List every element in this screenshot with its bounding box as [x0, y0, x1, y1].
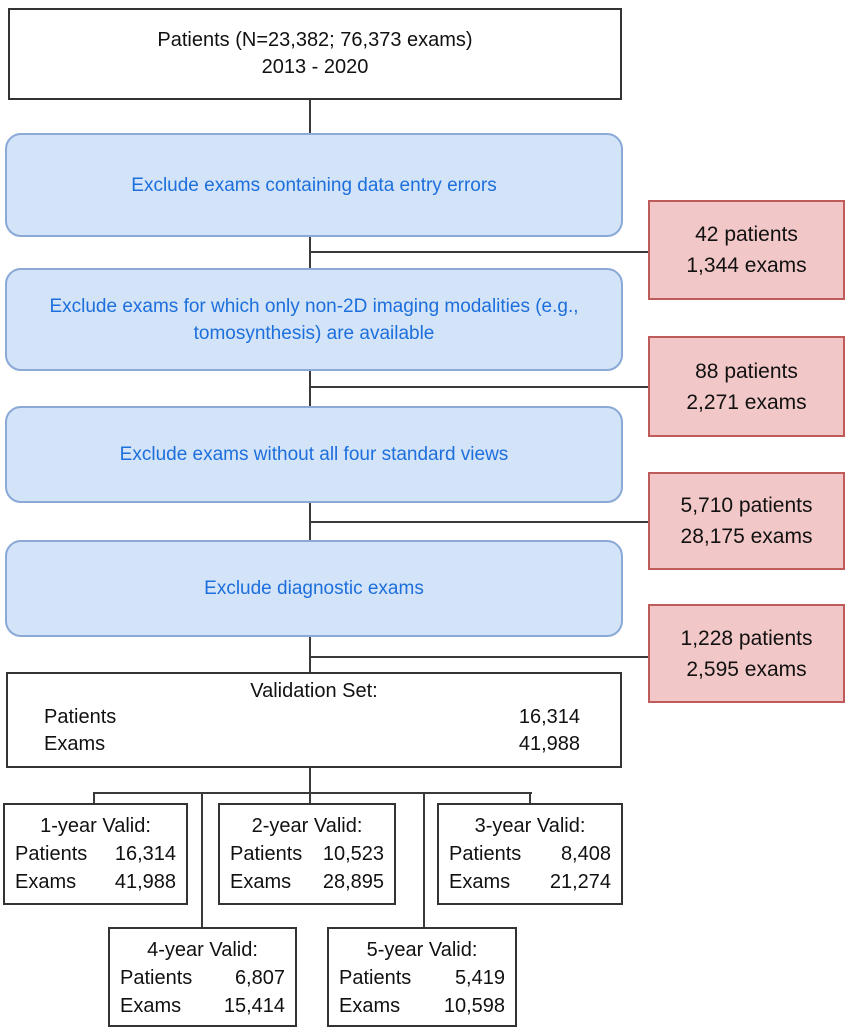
- connector-line: [309, 100, 311, 133]
- exclusion-step-box-2: Exclude exams for which only non-2D imag…: [5, 268, 623, 371]
- excluded-exams: 1,344 exams: [686, 254, 807, 277]
- patients-label: Patients: [120, 967, 193, 989]
- subset-patients-row: Patients 6,807: [120, 964, 285, 992]
- exams-label: Exams: [44, 733, 106, 755]
- patients-label: Patients: [339, 967, 412, 989]
- subset-exams-row: Exams 10,598: [339, 992, 505, 1020]
- connector-line: [310, 521, 648, 523]
- patients-value: 10,523: [322, 843, 384, 865]
- patients-label: Patients: [230, 843, 303, 865]
- valid-subset-box-1year: 1-year Valid: Patients 16,314 Exams 41,9…: [3, 803, 188, 905]
- subset-title: 2-year Valid:: [251, 815, 363, 837]
- connector-line: [93, 792, 95, 804]
- exams-label: Exams: [15, 871, 77, 893]
- valid-subset-box-3year: 3-year Valid: Patients 8,408 Exams 21,27…: [437, 803, 623, 905]
- subset-title: 4-year Valid:: [147, 939, 258, 961]
- patients-label: Patients: [44, 706, 117, 728]
- subset-title: 5-year Valid:: [366, 939, 478, 961]
- connector-line: [529, 792, 531, 804]
- exams-label: Exams: [449, 871, 511, 893]
- excluded-patients: 42 patients: [695, 223, 798, 246]
- exclusion-step-label: Exclude exams for which only non-2D imag…: [49, 295, 579, 344]
- exclusion-step-label: Exclude exams without all four standard …: [119, 444, 509, 465]
- excluded-patients: 5,710 patients: [680, 494, 813, 517]
- exclusion-step-box-1: Exclude exams containing data entry erro…: [5, 133, 623, 237]
- exams-value: 21,274: [549, 871, 611, 893]
- subset-patients-row: Patients 10,523: [230, 840, 384, 868]
- excluded-count-box-2: 88 patients 2,271 exams: [648, 336, 845, 437]
- connector-line: [309, 768, 311, 794]
- connector-line: [309, 792, 311, 804]
- exams-label: Exams: [230, 871, 292, 893]
- exclusion-step-label: Exclude diagnostic exams: [204, 578, 424, 599]
- exams-label: Exams: [339, 995, 401, 1017]
- patients-label: Patients: [449, 843, 522, 865]
- valid-subset-box-2year: 2-year Valid: Patients 10,523 Exams 28,8…: [218, 803, 396, 905]
- connector-line: [310, 251, 648, 253]
- validation-exams-row: Exams 41,988: [44, 731, 580, 758]
- excluded-exams: 2,271 exams: [686, 390, 807, 414]
- patients-value: 5,419: [454, 967, 505, 989]
- connector-line: [423, 792, 425, 927]
- connector-line: [310, 386, 648, 388]
- valid-subset-box-4year: 4-year Valid: Patients 6,807 Exams 15,41…: [108, 927, 297, 1027]
- patients-value: 16,314: [114, 843, 176, 865]
- excluded-count-box-4: 1,228 patients 2,595 exams: [648, 604, 845, 703]
- subset-title: 1-year Valid:: [40, 815, 151, 837]
- exclusion-step-box-4: Exclude diagnostic exams: [5, 540, 623, 637]
- exams-label: Exams: [120, 995, 182, 1017]
- connector-line: [201, 792, 203, 927]
- valid-subset-box-5year: 5-year Valid: Patients 5,419 Exams 10,59…: [327, 927, 517, 1027]
- cohort-years-text: 2013 - 2020: [261, 56, 369, 78]
- patients-value: 6,807: [234, 967, 285, 989]
- validation-set-box: Validation Set: Patients 16,314 Exams 41…: [6, 672, 622, 768]
- patients-value: 8,408: [560, 843, 611, 865]
- validation-set-title: Validation Set:: [250, 680, 378, 702]
- exams-value: 10,598: [443, 995, 505, 1017]
- exclusion-step-box-3: Exclude exams without all four standard …: [5, 406, 623, 503]
- exams-value: 28,895: [322, 871, 384, 893]
- exclusion-step-label: Exclude exams containing data entry erro…: [131, 174, 497, 196]
- subset-patients-row: Patients 5,419: [339, 964, 505, 992]
- subset-exams-row: Exams 41,988: [15, 868, 176, 896]
- subset-title: 3-year Valid:: [474, 815, 586, 837]
- initial-cohort-box: Patients (N=23,382; 76,373 exams) 2013 -…: [8, 8, 622, 100]
- validation-patients-row: Patients 16,314: [44, 704, 580, 731]
- subset-exams-row: Exams 21,274: [449, 868, 611, 896]
- excluded-exams: 28,175 exams: [680, 525, 813, 548]
- patients-value: 16,314: [518, 706, 580, 728]
- subset-exams-row: Exams 28,895: [230, 868, 384, 896]
- exams-value: 15,414: [223, 995, 285, 1017]
- patients-label: Patients: [15, 843, 88, 865]
- excluded-exams: 2,595 exams: [686, 657, 807, 681]
- excluded-count-box-3: 5,710 patients 28,175 exams: [648, 472, 845, 570]
- exams-value: 41,988: [114, 871, 176, 893]
- subset-exams-row: Exams 15,414: [120, 992, 285, 1020]
- excluded-patients: 88 patients: [695, 359, 798, 383]
- connector-line: [309, 637, 311, 673]
- exams-value: 41,988: [518, 733, 580, 755]
- excluded-count-box-1: 42 patients 1,344 exams: [648, 200, 845, 300]
- cohort-size-text: Patients (N=23,382; 76,373 exams): [157, 29, 473, 51]
- excluded-patients: 1,228 patients: [680, 626, 813, 650]
- connector-line: [309, 371, 311, 406]
- subset-patients-row: Patients 16,314: [15, 840, 176, 868]
- connector-line: [94, 792, 532, 794]
- subset-patients-row: Patients 8,408: [449, 840, 611, 868]
- connector-line: [310, 656, 648, 658]
